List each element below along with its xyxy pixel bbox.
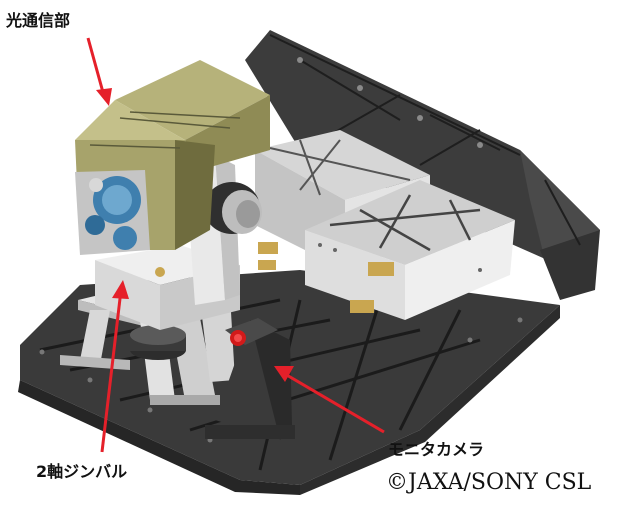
label-monitor-camera: モニタカメラ: [388, 440, 485, 459]
arrow-monitor-camera: [274, 366, 385, 434]
arrow-optical-comm: [86, 37, 112, 106]
copyright-notice: ©JAXA/SONY CSL: [386, 470, 592, 495]
monitor-camera: [205, 318, 295, 440]
back-support-frame: [245, 30, 600, 300]
label-two-axis-gimbal: 2軸ジンバル: [36, 462, 128, 481]
label-optical-comm-unit: 光通信部: [6, 11, 71, 30]
electronics-box-front: [305, 180, 515, 320]
optical-lens-assembly: [85, 176, 141, 250]
connector-upper: [368, 262, 394, 276]
connector-lower: [350, 300, 374, 313]
gimbal-rotary-joint: [130, 325, 186, 360]
arrow-gimbal: [100, 280, 129, 453]
